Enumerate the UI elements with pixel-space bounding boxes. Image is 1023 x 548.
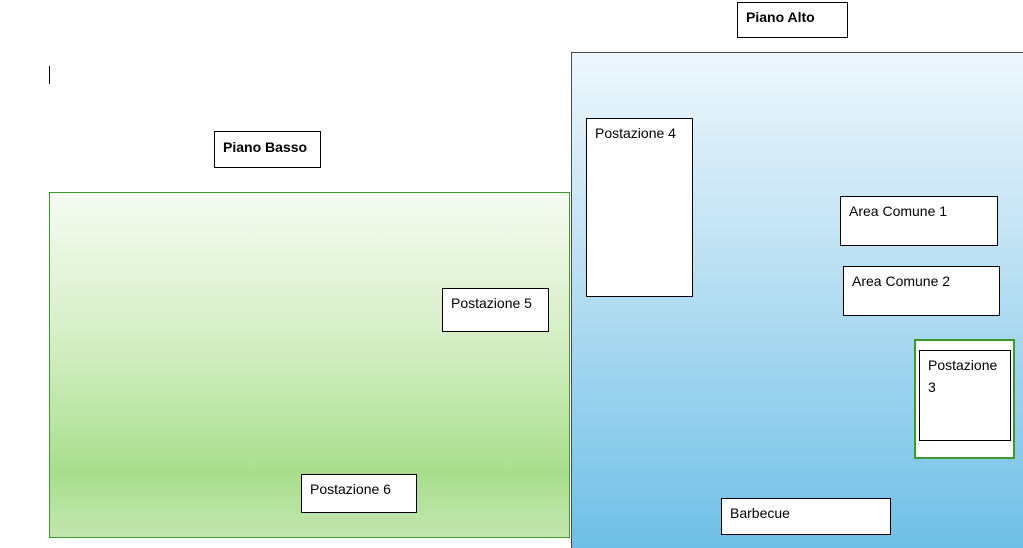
postazione-6-box: Postazione 6 bbox=[301, 474, 417, 513]
postazione-3-box: Postazione 3 bbox=[919, 350, 1011, 441]
piano-basso-title: Piano Basso bbox=[214, 131, 321, 168]
area-comune-1-box: Area Comune 1 bbox=[840, 196, 998, 246]
piano-alto-title: Piano Alto bbox=[737, 2, 848, 38]
area-comune-2-box: Area Comune 2 bbox=[843, 266, 1000, 316]
postazione-4-box: Postazione 4 bbox=[586, 118, 693, 297]
barbecue-box: Barbecue bbox=[721, 498, 891, 535]
text-cursor bbox=[49, 66, 50, 84]
postazione-5-box: Postazione 5 bbox=[442, 288, 549, 332]
